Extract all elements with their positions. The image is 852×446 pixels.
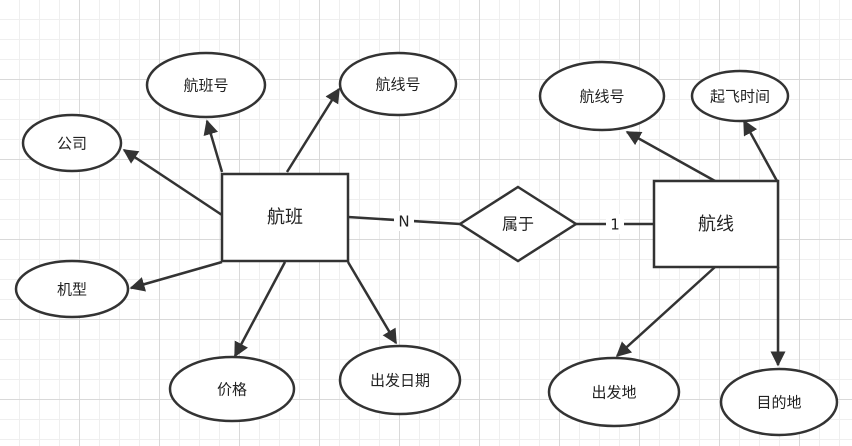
attr-flight-route-no[interactable]: 航线号 <box>338 51 458 117</box>
attr-destination[interactable]: 目的地 <box>719 367 839 437</box>
attr-takeoff-time-label: 起飞时间 <box>710 88 770 106</box>
cardinality-n: N <box>398 213 409 231</box>
attr-flight-route-no-label: 航线号 <box>375 76 420 94</box>
attr-flight-no-label: 航班号 <box>183 77 228 95</box>
edge-route-to-takeoff-time <box>742 119 779 182</box>
attr-flight-no[interactable]: 航班号 <box>145 51 267 119</box>
attr-origin-label: 出发地 <box>591 384 636 402</box>
relationship-belongs-to[interactable]: 属于 <box>457 185 579 263</box>
attr-origin[interactable]: 出发地 <box>547 356 681 428</box>
cardinality-n-bg <box>394 211 414 231</box>
attr-destination-label: 目的地 <box>756 394 801 412</box>
edge-flight-to-route-no <box>285 87 341 173</box>
attr-price[interactable]: 价格 <box>168 355 296 423</box>
edge-flight-to-price <box>233 261 287 358</box>
attr-company[interactable]: 公司 <box>21 113 123 173</box>
cardinality-1: 1 <box>610 216 620 234</box>
attr-price-label: 价格 <box>217 381 247 399</box>
attr-route-route-no-label: 航线号 <box>579 88 624 106</box>
attr-route-route-no[interactable]: 航线号 <box>538 60 666 132</box>
attr-departure-date[interactable]: 出发日期 <box>338 344 462 416</box>
edge-route-to-origin <box>615 266 716 358</box>
edge-flight-to-company <box>122 148 223 217</box>
edge-route-to-route-no <box>625 130 716 183</box>
relationship-label: 属于 <box>502 215 534 234</box>
attr-aircraft-type[interactable]: 机型 <box>14 259 130 319</box>
attr-aircraft-type-label: 机型 <box>57 281 87 299</box>
cardinality-1-bg <box>606 214 624 234</box>
attr-company-label: 公司 <box>57 135 87 153</box>
attr-takeoff-time[interactable]: 起飞时间 <box>690 69 790 123</box>
entity-route[interactable]: 航线 <box>652 179 780 269</box>
edge-flight-to-flight-no <box>203 119 224 173</box>
entity-flight[interactable]: 航班 <box>220 172 350 263</box>
edge-flight-to-aircraft-type <box>129 260 223 292</box>
entity-flight-label: 航班 <box>267 207 303 228</box>
entity-route-label: 航线 <box>698 214 734 235</box>
edge-flight-to-departure-date <box>346 261 398 345</box>
attr-departure-date-label: 出发日期 <box>370 372 430 390</box>
